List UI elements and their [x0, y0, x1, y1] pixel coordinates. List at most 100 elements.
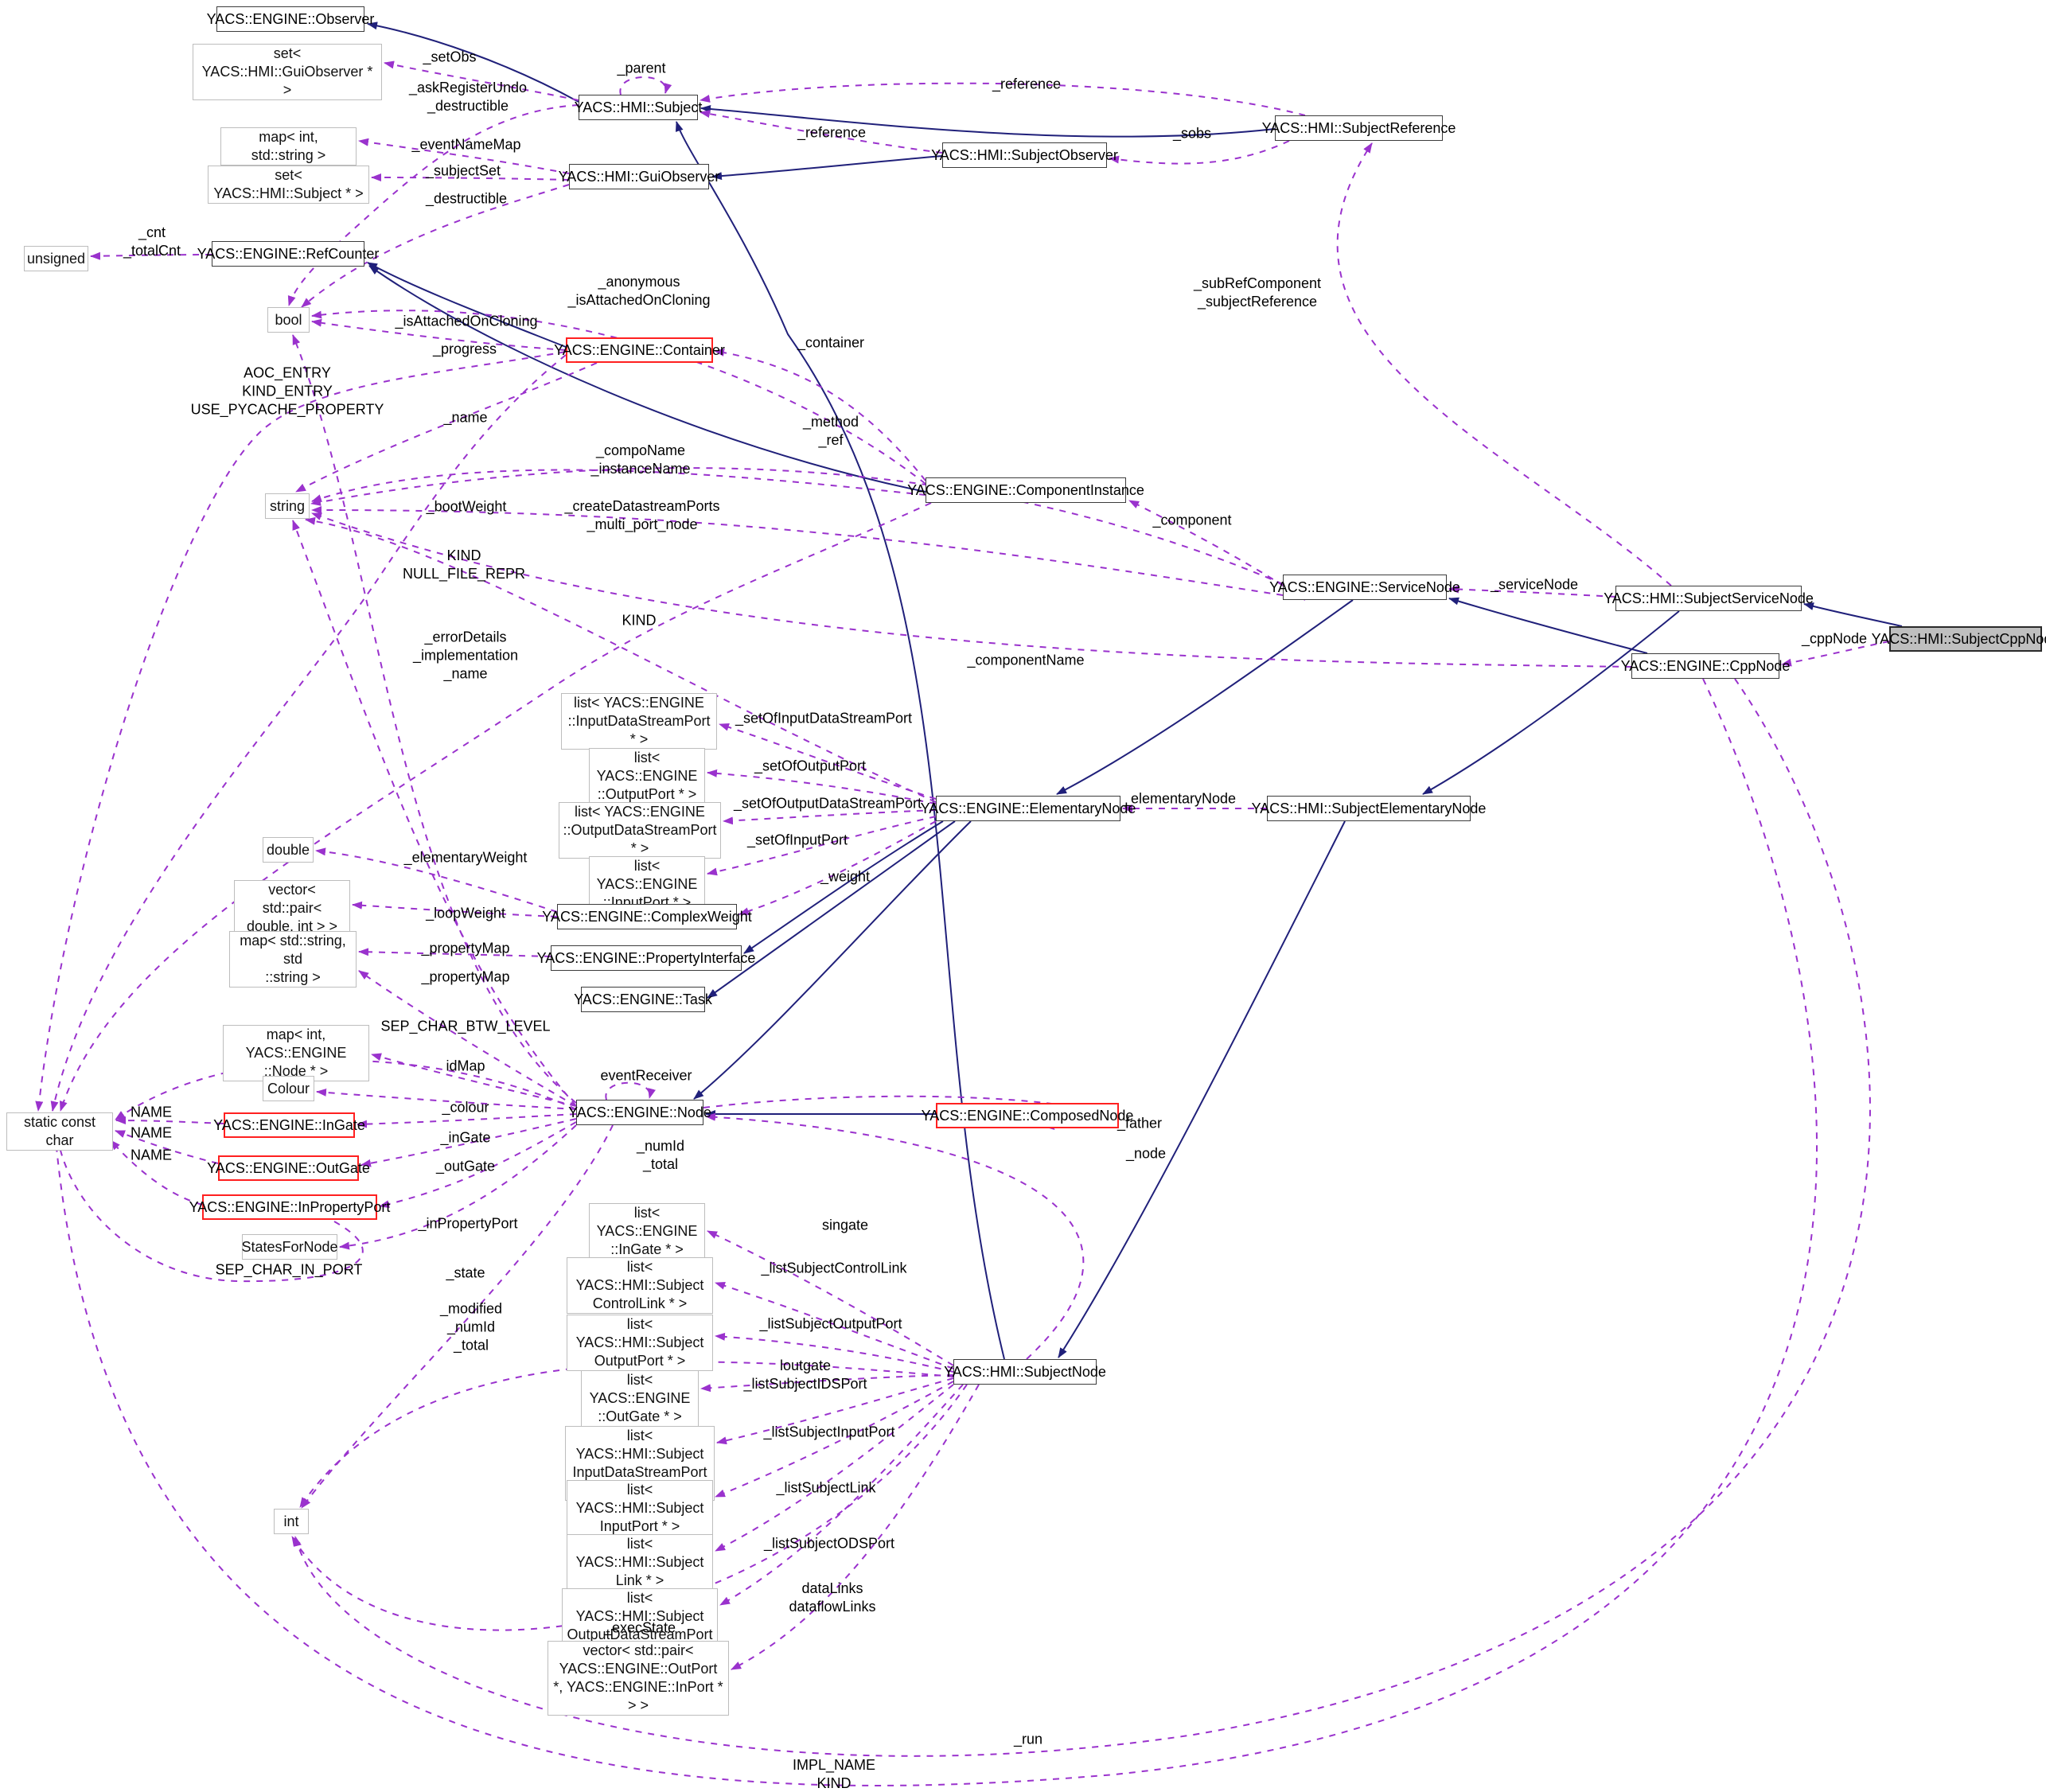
class-node-bool: bool — [267, 307, 310, 333]
edge-container-to-refcounter — [367, 262, 567, 348]
class-node-map-int-string: map< int, std::string > — [220, 127, 357, 166]
edge-node-self-eventreceiver — [605, 1081, 656, 1101]
edge-elementarynode-to-listoutputdsp — [723, 809, 937, 825]
edge-subjectobserver-to-subject-ref — [700, 110, 943, 154]
edge-subjectservicenode-to-servicenode — [1448, 585, 1616, 598]
class-node-vector-pair-ports: vector< std::pair< YACS::ENGINE::OutPort… — [548, 1641, 729, 1716]
class-node-subject-elementary-node[interactable]: YACS::HMI::SubjectElementaryNode — [1252, 796, 1486, 821]
class-node-component-instance[interactable]: YACS::ENGINE::ComponentInstance — [907, 477, 1144, 503]
edge-subjectnode-to-int-execstate — [291, 1384, 968, 1631]
edge-subjectcppnode-to-cppnode — [1781, 641, 1890, 667]
edge-subjectobserver-to-guiobserver — [711, 155, 943, 181]
edge-subjectnode-to-listsubjectodsp — [719, 1384, 964, 1606]
class-node-list-subject-control-link: list< YACS::HMI::Subject ControlLink * > — [567, 1257, 713, 1314]
edge-subjectnode-to-listsubjectinputport — [715, 1381, 954, 1498]
class-node-subject-observer[interactable]: YACS::HMI::SubjectObserver — [931, 142, 1118, 168]
edge-node-to-ingate — [357, 1113, 577, 1128]
class-node-observer[interactable]: YACS::ENGINE::Observer — [207, 6, 374, 32]
edge-subjectelementarynode-to-subjectnode — [1058, 820, 1346, 1358]
class-node-colour: Colour — [263, 1076, 314, 1101]
edge-node-to-outgate — [360, 1118, 577, 1167]
class-node-map-string-string: map< std::string, std ::string > — [229, 931, 357, 988]
edge-node-to-composednode — [703, 1095, 1098, 1131]
edge-cppnode-to-servicenode — [1448, 597, 1648, 654]
edge-subjectnode-to-listoutgate — [700, 1374, 954, 1393]
edge-subjectnode-to-listsubjectlink — [715, 1384, 954, 1552]
edge-componentinstance-to-refcounter — [368, 265, 926, 493]
edge-subject-self-parent — [619, 76, 672, 95]
class-node-list-subject-output-port: list< YACS::HMI::Subject OutputPort * > — [567, 1315, 713, 1371]
class-node-list-input-dsp: list< YACS::ENGINE ::InputDataStreamPort… — [561, 693, 717, 750]
edge-subject-to-setguiobserver — [384, 60, 579, 101]
class-node-subject[interactable]: YACS::HMI::Subject — [575, 95, 702, 120]
edge-elementarynode-to-complexweight — [739, 820, 937, 915]
edge-container-to-staticconstchar-aoc — [35, 351, 567, 1112]
class-node-composed-node[interactable]: YACS::ENGINE::ComposedNode — [922, 1103, 1133, 1128]
class-node-service-node[interactable]: YACS::ENGINE::ServiceNode — [1269, 575, 1460, 600]
edge-complexweight-to-double — [315, 847, 558, 913]
edge-subject-to-bool — [287, 104, 579, 306]
class-node-map-int-node: map< int, YACS::ENGINE ::Node * > — [223, 1025, 369, 1081]
edge-componentinstance-to-string — [311, 469, 926, 502]
edge-subjectnode-to-listsubjectidsp — [716, 1377, 954, 1445]
class-node-subject-node[interactable]: YACS::HMI::SubjectNode — [944, 1359, 1106, 1385]
class-node-set-subject: set< YACS::HMI::Subject * > — [208, 166, 369, 204]
class-node-states-for-node: StatesForNode — [241, 1234, 338, 1260]
edge-subjectcppnode-to-subjectservicenode — [1803, 602, 1903, 627]
edge-cppnode-to-string-componentname — [311, 512, 1632, 668]
edge-cppnode-to-int-run — [294, 678, 1871, 1757]
edge-subjectnode-to-listingate — [707, 1230, 954, 1366]
edge-node-to-statesfornode — [339, 1124, 577, 1250]
class-node-in-property-port[interactable]: YACS::ENGINE::InPropertyPort — [189, 1194, 390, 1220]
class-node-subject-reference[interactable]: YACS::HMI::SubjectReference — [1262, 115, 1456, 141]
edge-componentinstance-to-staticconstchar — [59, 502, 932, 1112]
class-node-list-output-dsp: list< YACS::ENGINE ::OutputDataStreamPor… — [559, 802, 721, 859]
class-node-node[interactable]: YACS::ENGINE::Node — [568, 1100, 711, 1125]
class-node-ref-counter[interactable]: YACS::ENGINE::RefCounter — [197, 241, 379, 267]
class-node-int: int — [274, 1509, 309, 1534]
edge-ingate-to-staticconstchar — [115, 1116, 224, 1125]
edge-node-to-inpropertyport — [379, 1121, 577, 1209]
edge-elementarynode-to-task — [707, 820, 956, 999]
edge-node-to-string-error — [292, 520, 577, 1107]
class-node-task[interactable]: YACS::ENGINE::Task — [574, 987, 712, 1012]
class-node-cpp-node[interactable]: YACS::ENGINE::CppNode — [1621, 653, 1790, 679]
edge-servicenode-to-elementarynode — [1056, 599, 1354, 795]
edge-elementarynode-to-listoutputport — [707, 769, 937, 804]
edge-refcounter-to-unsigned — [90, 251, 212, 260]
class-node-list-outgate: list< YACS::ENGINE ::OutGate * > — [581, 1370, 699, 1427]
edge-node-to-int — [301, 1124, 614, 1509]
edge-propertyinterface-to-mapstringstring — [358, 948, 551, 957]
class-node-elementary-node[interactable]: YACS::ENGINE::ElementaryNode — [921, 796, 1136, 821]
edge-cppnode-to-staticconstchar — [53, 678, 1818, 1786]
class-node-out-gate[interactable]: YACS::ENGINE::OutGate — [207, 1155, 370, 1181]
edge-subjectservicenode-to-subjectreference — [1336, 142, 1672, 586]
edge-subjectreference-to-subject-ref — [700, 82, 1306, 116]
edge-subject-to-observer — [367, 21, 579, 103]
edge-servicenode-to-string-create — [311, 505, 1284, 596]
edge-node-to-bool — [292, 334, 577, 1104]
class-node-property-interface[interactable]: YACS::ENGINE::PropertyInterface — [537, 945, 755, 971]
edge-guiobserver-to-setsubject — [371, 173, 570, 182]
class-node-unsigned: unsigned — [24, 246, 88, 271]
class-node-subject-service-node[interactable]: YACS::HMI::SubjectServiceNode — [1604, 586, 1814, 611]
class-node-complex-weight[interactable]: YACS::ENGINE::ComplexWeight — [542, 904, 752, 929]
edge-elementarynode-to-listinputport — [707, 816, 937, 876]
class-node-gui-observer[interactable]: YACS::HMI::GuiObserver — [559, 164, 719, 189]
edge-elementarynode-to-listinputdsp — [719, 723, 937, 800]
edge-outgate-to-staticconstchar — [115, 1130, 219, 1164]
edge-subjectnode-to-subject — [675, 121, 1005, 1360]
class-node-in-gate[interactable]: YACS::ENGINE::InGate — [213, 1112, 365, 1138]
edge-container-to-bool — [311, 318, 567, 351]
class-node-subject-cpp-node: YACS::HMI::SubjectCppNode — [1872, 626, 2046, 652]
edge-subjectnode-to-listsubjectcontrollink — [715, 1281, 954, 1369]
edge-node-to-mapintnode — [371, 1053, 577, 1107]
edge-subjectnode-to-listsubjectoutputport — [715, 1332, 954, 1373]
edge-node-to-mapstringstring — [358, 970, 577, 1107]
edge-componentinstance-to-container — [714, 349, 926, 481]
class-node-list-subject-input-port: list< YACS::HMI::Subject InputPort * > — [567, 1480, 713, 1537]
edge-elementarynode-to-node — [693, 820, 972, 1100]
edge-container-to-staticconstchar-kind — [50, 354, 567, 1112]
class-node-container[interactable]: YACS::ENGINE::Container — [554, 337, 725, 363]
